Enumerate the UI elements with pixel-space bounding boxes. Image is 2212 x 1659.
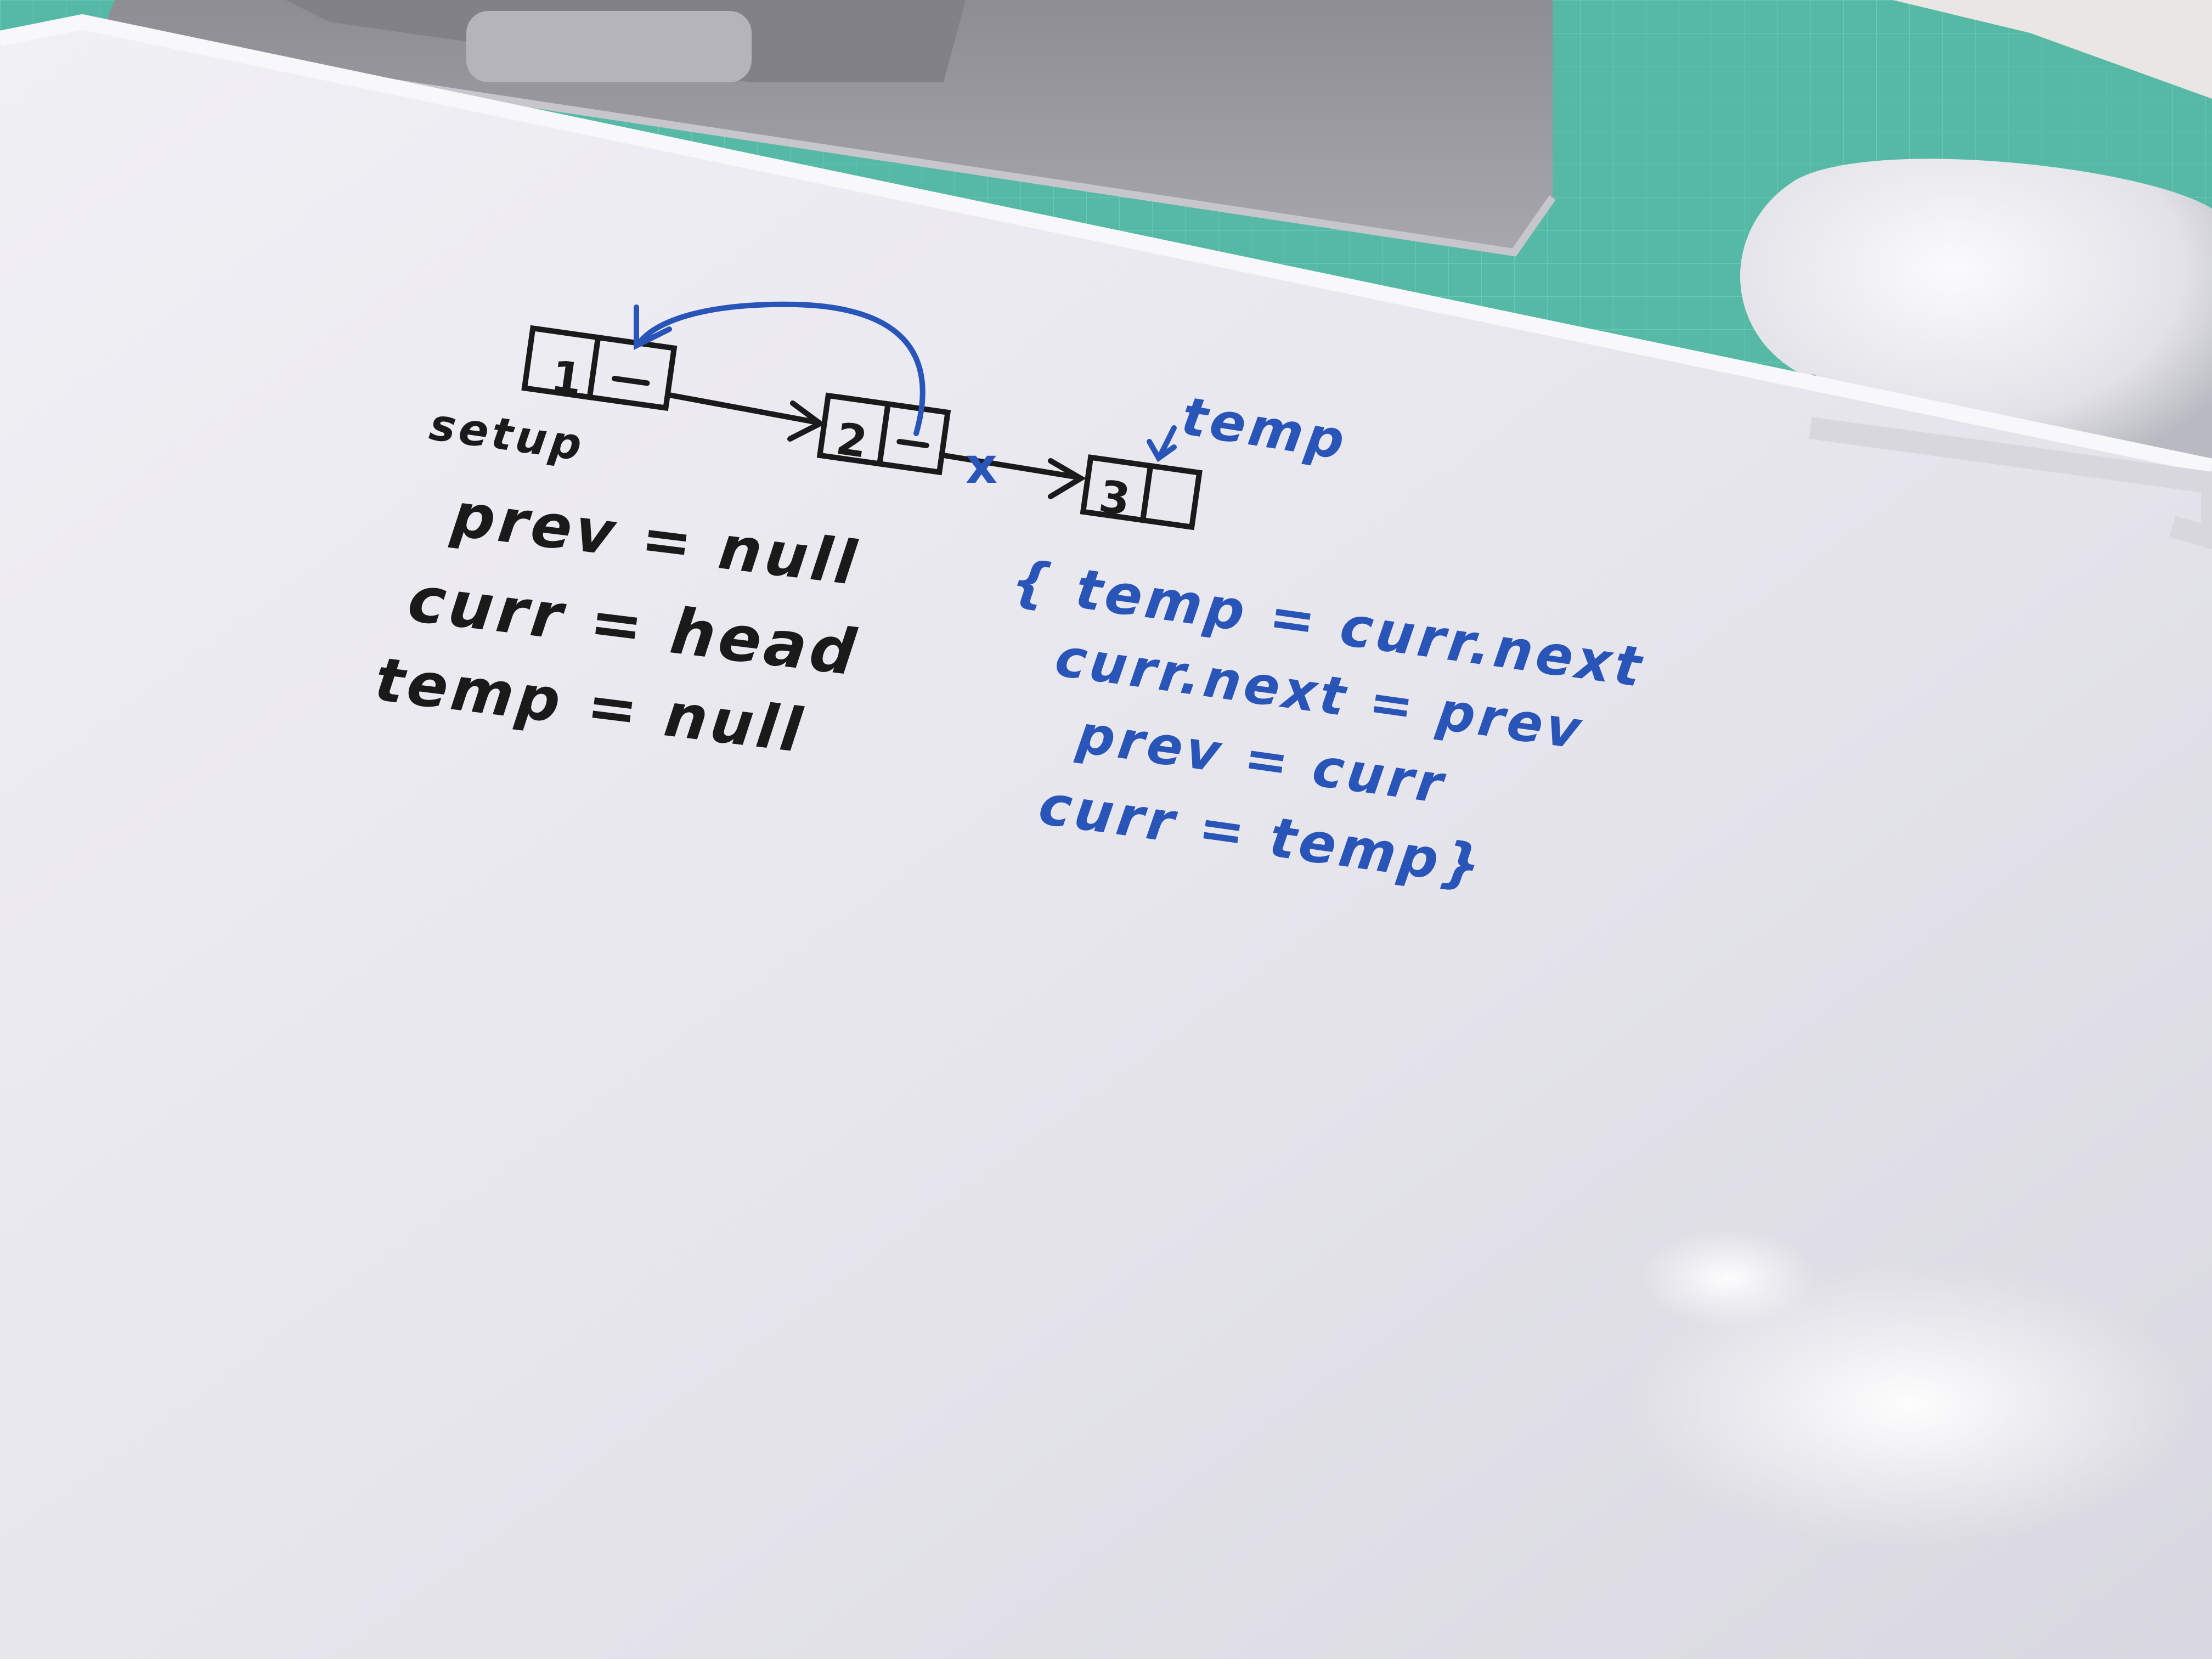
link-arrow bbox=[941, 453, 1081, 480]
list-node bbox=[816, 392, 951, 476]
glare bbox=[1624, 1262, 2194, 1547]
reverse-arrowhead bbox=[634, 304, 672, 351]
laptop-notch bbox=[466, 11, 752, 82]
link-arrowhead bbox=[787, 400, 826, 442]
loop-notes: { temp = curr.next curr.next = prev prev… bbox=[1008, 548, 1649, 899]
laptop bbox=[99, 0, 1553, 252]
whiteboard-frame bbox=[0, 14, 2212, 474]
link-arrow bbox=[667, 392, 820, 425]
list-node bbox=[1080, 454, 1203, 531]
temp-pointer-arrow bbox=[1158, 425, 1177, 458]
temp-pointer-arrowhead bbox=[1147, 439, 1177, 462]
desk-top-right bbox=[1893, 0, 2212, 99]
link-arrowhead bbox=[1048, 458, 1086, 499]
broken-link-mark: x bbox=[966, 437, 997, 495]
reversed-link bbox=[634, 301, 1177, 462]
node-value: 1 bbox=[548, 351, 585, 405]
glare bbox=[1640, 1229, 1816, 1328]
node-value: 3 bbox=[1096, 471, 1133, 526]
reverse-arrow bbox=[636, 301, 926, 436]
node-value: 2 bbox=[833, 413, 870, 468]
linked-list-diagram bbox=[521, 325, 1203, 531]
whiteboard-tray bbox=[1809, 417, 2212, 549]
laptop-edge bbox=[98, 35, 1556, 257]
